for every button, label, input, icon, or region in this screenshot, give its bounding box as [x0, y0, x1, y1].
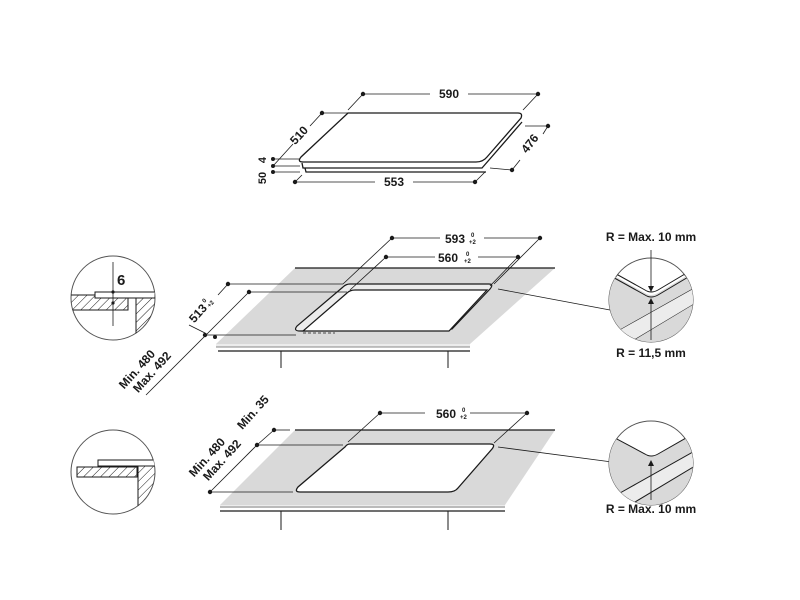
inner-width-tol-bottom: +2 — [464, 259, 472, 265]
glass-thickness-label: 4 — [257, 156, 269, 163]
outer-width-label: 593 — [445, 232, 465, 246]
hob-outline — [298, 112, 523, 173]
rear-distance-label: Min. 35 — [234, 392, 272, 432]
recess-detail-circle: 6 — [70, 255, 156, 341]
inner-width-label: 560 — [438, 251, 458, 265]
outer-width-tol-bottom: +2 — [469, 240, 477, 246]
outer-depth-group: 513 0 +2 — [186, 297, 216, 325]
standard-depth-range-group: Min. 480 Max. 492 — [186, 435, 244, 484]
recess-depth-label: 6 — [117, 272, 125, 289]
inner-width-tol-top: 0 — [466, 252, 470, 258]
body-height-label: 50 — [257, 172, 269, 184]
standard-width-tol-bottom: +2 — [460, 415, 468, 421]
corner-bottom-radius-label: R = 11,5 mm — [616, 346, 686, 360]
standard-corner-radius-label: R = Max. 10 mm — [606, 502, 696, 516]
hob-depth-top-label: 510 — [287, 123, 311, 147]
outer-width-tol-top: 0 — [471, 233, 475, 239]
outer-depth-tol-bottom: +2 — [207, 299, 216, 309]
standard-dimension-lines — [207, 410, 613, 495]
outer-depth-tol-top: 0 — [202, 297, 209, 304]
standard-corner-detail-circle: R = Max. 10 mm — [606, 420, 696, 516]
hob-width-top-label: 590 — [439, 87, 459, 101]
standard-cutout — [295, 443, 495, 493]
flush-depth-range-group: Min. 480 Max. 492 — [116, 347, 174, 396]
hob-dimension-lines — [270, 91, 551, 185]
flush-corner-detail-circle: R = Max. 10 mm R = 11,5 mm — [606, 230, 696, 360]
flush-cutout — [294, 283, 493, 334]
corner-top-radius-label: R = Max. 10 mm — [606, 230, 696, 244]
flush-dimension-lines — [145, 235, 611, 396]
standard-width-label: 560 — [436, 407, 456, 421]
hob-depth-right-label: 476 — [518, 131, 542, 156]
surface-detail-circle — [70, 429, 156, 515]
hob-width-bottom-label: 553 — [384, 175, 404, 189]
standard-width-tol-top: 0 — [462, 408, 466, 414]
